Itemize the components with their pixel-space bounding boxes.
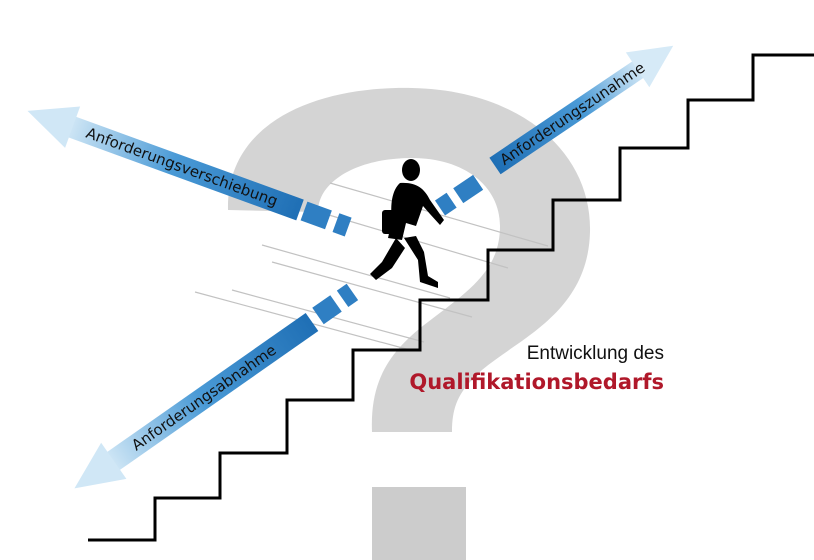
- staircase-line: [88, 53, 814, 542]
- question-mark-graphic: [227, 87, 591, 560]
- caption-line2: Qualifikationsbedarfs: [409, 370, 664, 394]
- arrow-down-label: Anforderungsabnahme: [128, 341, 279, 454]
- arrow-requirement-increase: Anforderungszunahme: [489, 45, 674, 175]
- caption-line1: Entwicklung des: [527, 343, 664, 364]
- walking-businessman-silhouette: [370, 159, 444, 288]
- dash-marks-down: [312, 283, 359, 325]
- dash-marks-left: [300, 201, 352, 237]
- arrow-up-label: Anforderungszunahme: [497, 59, 649, 169]
- arrow-requirement-decrease: Anforderungsabnahme: [74, 312, 319, 489]
- dash-marks-up: [434, 174, 484, 216]
